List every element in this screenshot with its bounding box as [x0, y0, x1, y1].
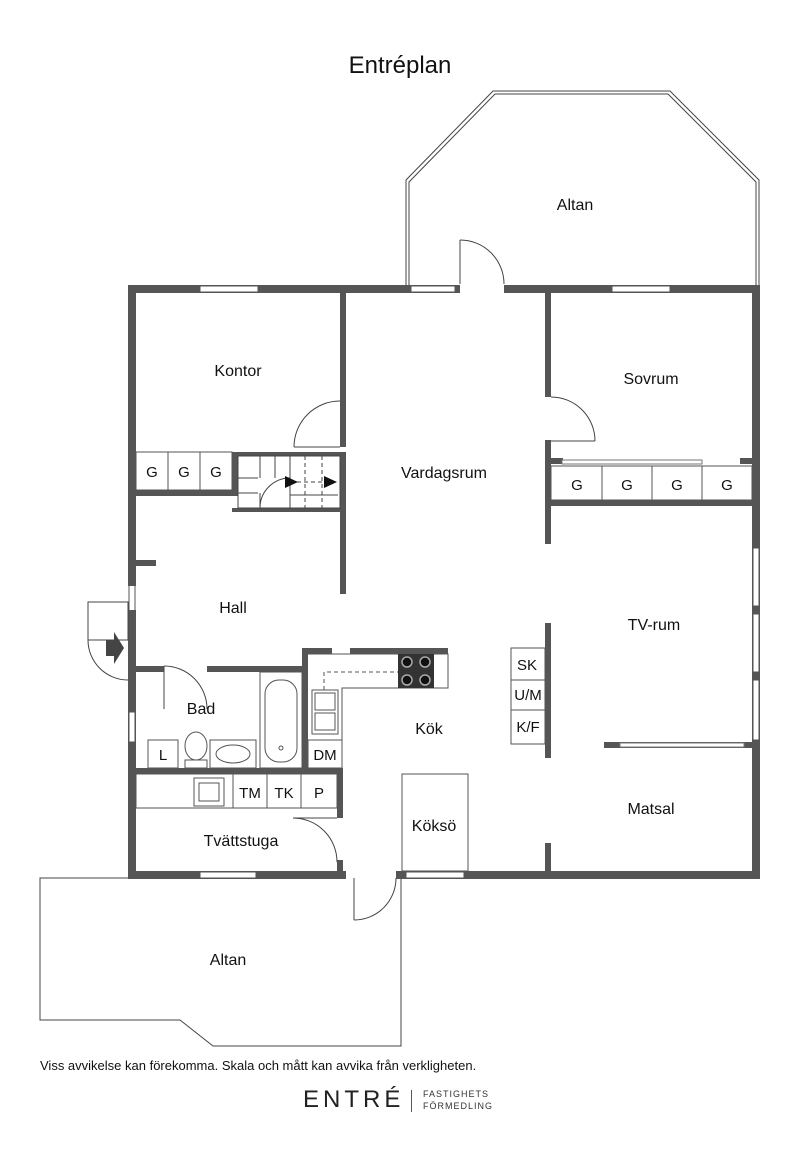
room-label-kok: Kök [415, 721, 444, 738]
top-balcony-outline [405, 90, 760, 287]
room-label-sovrum: Sovrum [623, 371, 678, 388]
fixture-label-tm: TM [239, 785, 261, 802]
fixture-label-sk: SK [517, 657, 537, 674]
fixture-label-um: U/M [514, 687, 542, 704]
stair-arrow-icon [324, 476, 337, 488]
top-door-opening [460, 284, 504, 294]
laundry-fixtures [135, 773, 338, 809]
fixture-label-tk: TK [274, 785, 293, 802]
wardrobe-label: G [146, 464, 158, 481]
stair-arrow-icon [285, 476, 298, 488]
stove-icon [398, 654, 434, 688]
brand-divider [411, 1090, 412, 1112]
fixture-label-dm: DM [313, 747, 336, 764]
room-label-altan-top: Altan [557, 197, 593, 214]
room-label-tv-rum: TV-rum [628, 617, 680, 634]
room-label-tvattstuga: Tvättstuga [204, 833, 279, 850]
room-label-hall: Hall [219, 600, 247, 617]
matsal-window [619, 742, 745, 748]
bottom-door-opening [346, 870, 396, 880]
room-label-altan-bottom: Altan [210, 952, 246, 969]
wardrobe-label: G [178, 464, 190, 481]
room-label-kontor: Kontor [214, 363, 262, 380]
entrance-arrow-icon [106, 632, 124, 664]
kitchen-island [401, 773, 469, 872]
fixture-label-l: L [159, 747, 167, 764]
door-swings [87, 239, 596, 921]
wardrobe-label: G [210, 464, 222, 481]
brand-name: ENTRÉ [303, 1086, 405, 1113]
brand-subtitle-line2: FÖRMEDLING [423, 1101, 494, 1111]
fixture-label-kf: K/F [516, 719, 539, 736]
bottom-balcony-outline [39, 877, 402, 1047]
wardrobe-label: G [621, 477, 633, 494]
windows [128, 285, 760, 879]
bathroom-fixtures [147, 671, 303, 769]
fixture-label-p: P [314, 785, 324, 802]
wardrobe-label: G [671, 477, 683, 494]
fridge-cabinets [510, 647, 546, 745]
room-label-matsal: Matsal [627, 801, 674, 818]
sliding-door [561, 459, 703, 465]
wardrobe-label: G [571, 477, 583, 494]
sovrum-wardrobes [550, 465, 753, 501]
brand-subtitle-line1: FASTIGHETS [423, 1089, 490, 1099]
room-label-kokso: Köksö [412, 818, 457, 835]
disclaimer: Viss avvikelse kan förekomma. Skala och … [40, 1058, 477, 1073]
brand-subtitle: FASTIGHETS FÖRMEDLING [423, 1088, 493, 1112]
wardrobe-label: G [721, 477, 733, 494]
page-title: Entréplan [348, 52, 452, 79]
side-window-lines [128, 586, 136, 610]
room-label-vardagsrum: Vardagsrum [401, 465, 487, 482]
kontor-wardrobes [135, 451, 233, 491]
room-label-bad: Bad [187, 701, 215, 718]
